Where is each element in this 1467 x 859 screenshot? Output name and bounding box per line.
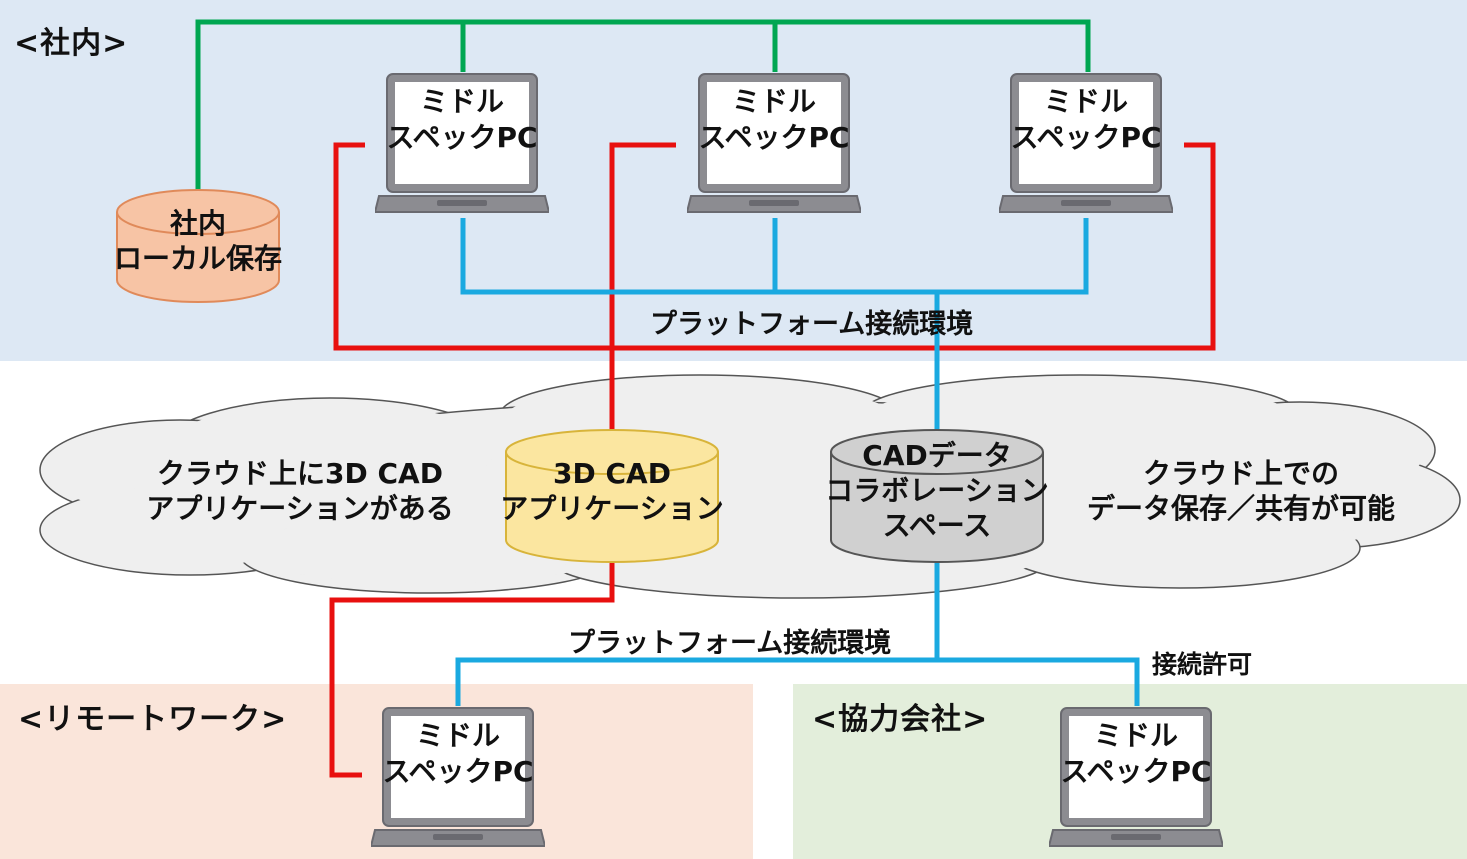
laptop-icon bbox=[687, 73, 861, 213]
platform-label-bottom: プラットフォーム接続環境 bbox=[568, 628, 892, 659]
platform-label-top: プラットフォーム接続環境 bbox=[650, 309, 974, 340]
laptop-label: ミドルスペックPC bbox=[698, 85, 850, 154]
local-storage-label: 社内ローカル保存 bbox=[113, 207, 282, 275]
internal-region-label: <社内> bbox=[14, 26, 129, 61]
partner-region-label: <協力会社> bbox=[812, 702, 989, 737]
laptop-label: ミドルスペックPC bbox=[386, 85, 538, 154]
laptop-internal-3: ミドルスペックPC bbox=[999, 72, 1173, 214]
laptop-label: ミドルスペックPC bbox=[1010, 85, 1162, 154]
laptop-icon bbox=[1049, 707, 1223, 847]
collab-space-label: CADデータコラボレーションスペース bbox=[825, 439, 1049, 542]
laptop-icon bbox=[375, 73, 549, 213]
laptop-icon bbox=[999, 73, 1173, 213]
laptop-internal-1: ミドルスペックPC bbox=[375, 72, 549, 214]
laptop-remote: ミドルスペックPC bbox=[371, 706, 545, 848]
laptop-icon bbox=[371, 707, 545, 847]
laptop-internal-2: ミドルスペックPC bbox=[687, 72, 861, 214]
laptop-partner: ミドルスペックPC bbox=[1049, 706, 1223, 848]
laptop-label: ミドルスペックPC bbox=[1060, 719, 1212, 788]
laptop-label: ミドルスペックPC bbox=[382, 719, 534, 788]
permission-label: 接続許可 bbox=[1152, 650, 1253, 679]
remote-region-label: <リモートワーク> bbox=[18, 702, 288, 737]
cloud-note-right: クラウド上でのデータ保存／共有が可能 bbox=[1086, 457, 1395, 525]
